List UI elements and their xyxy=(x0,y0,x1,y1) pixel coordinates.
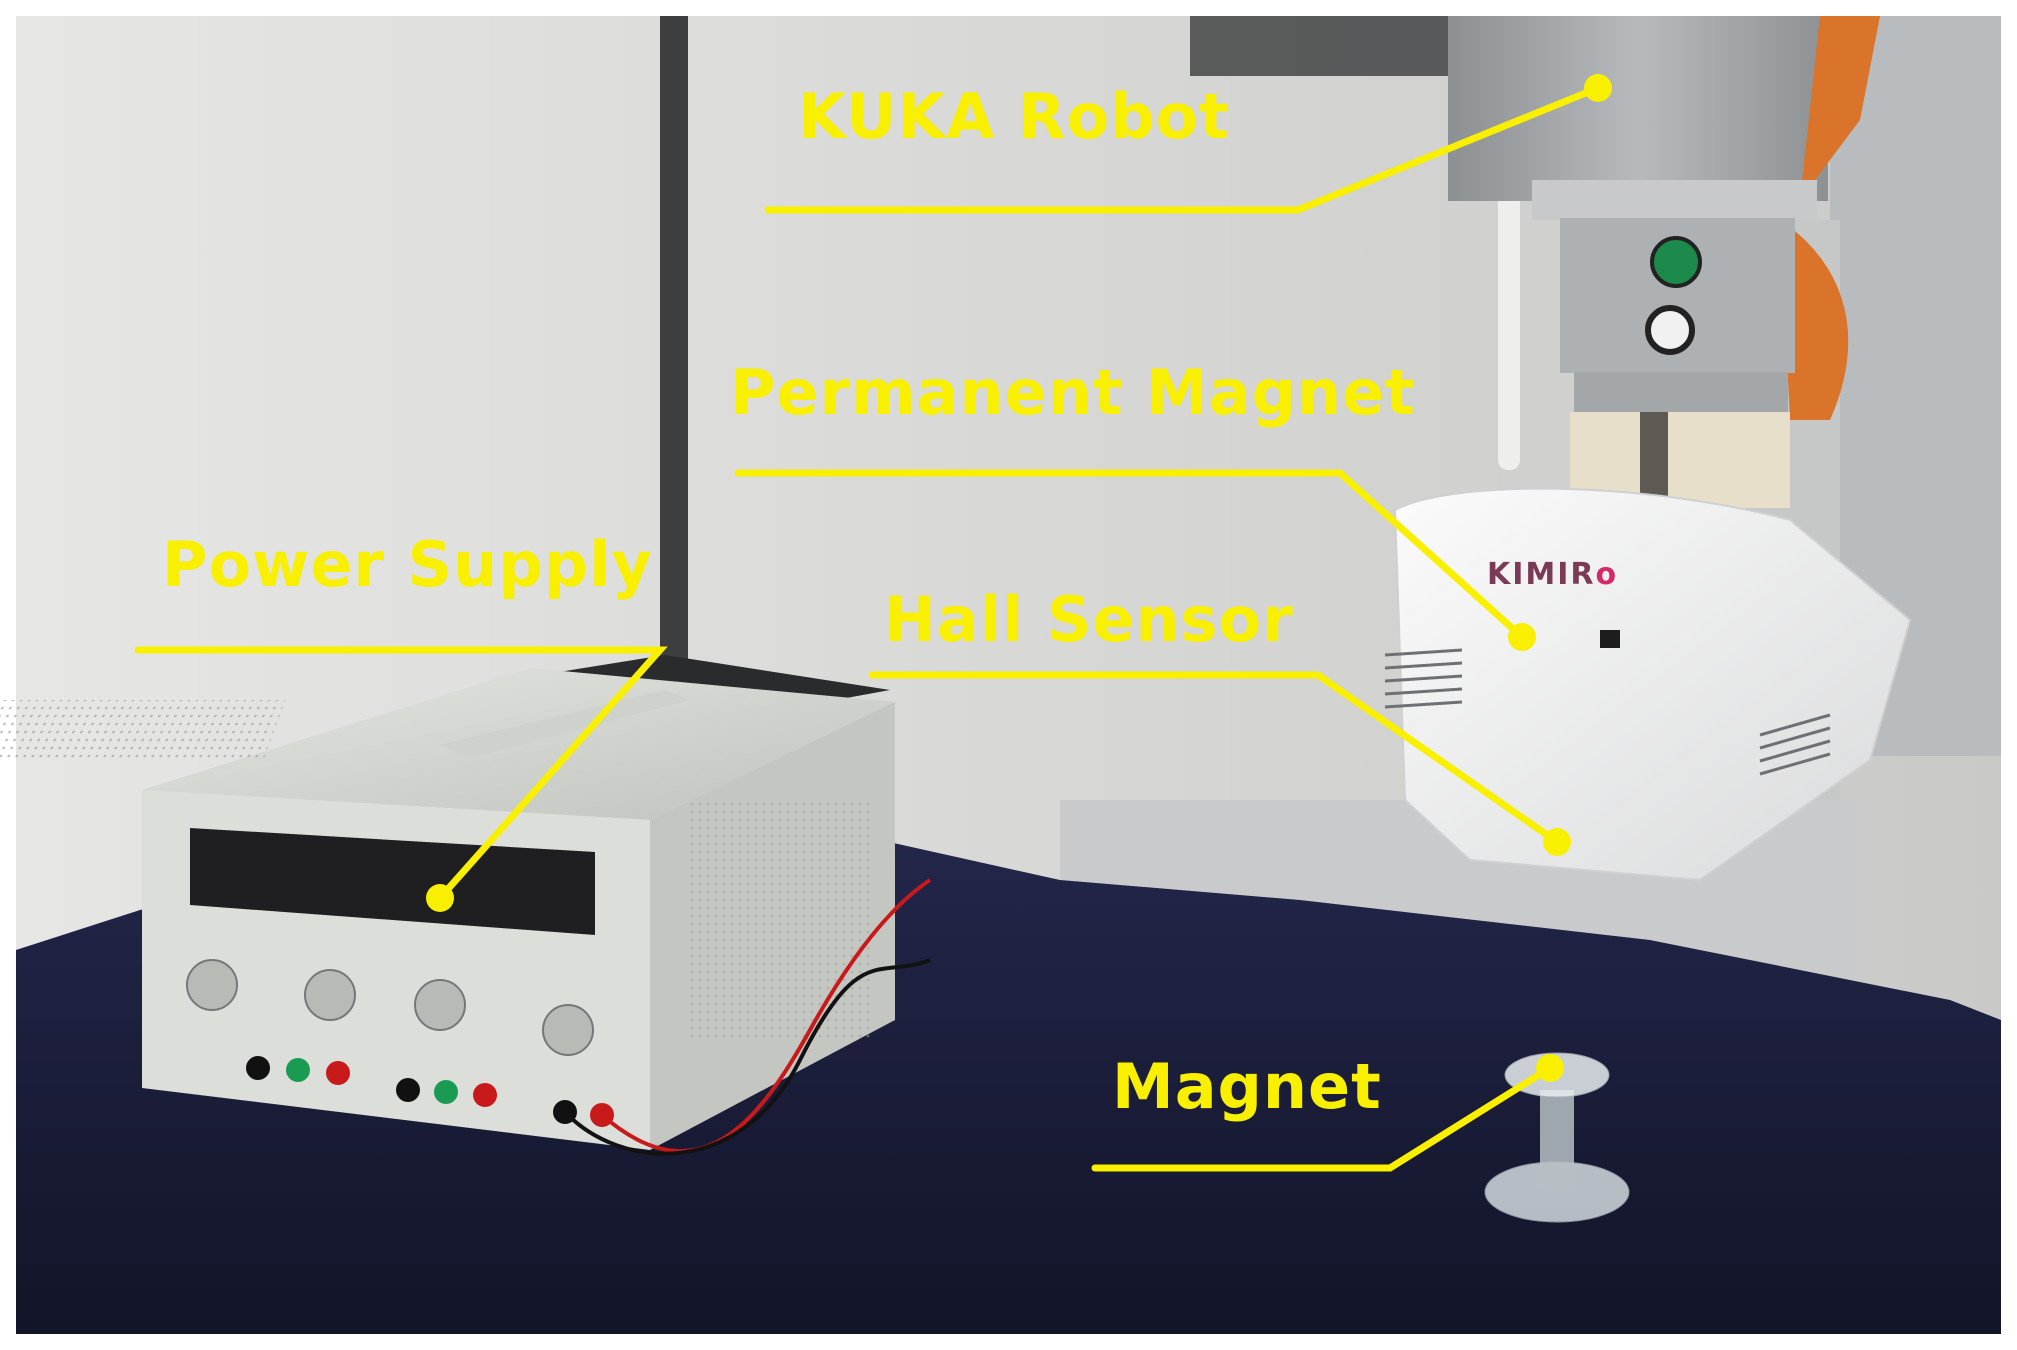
permanent-magnet-dot xyxy=(1508,623,1536,651)
permanent-magnet-leader xyxy=(734,469,1526,641)
kuka-robot xyxy=(1448,16,1880,508)
housing-vents xyxy=(1384,648,1831,776)
permanent-magnet-housing xyxy=(1393,487,1912,882)
power-supply-label: Power Supply xyxy=(162,528,653,601)
kuka-robot-label: KUKA Robot xyxy=(798,80,1230,153)
brand-text: KIMIR xyxy=(1487,557,1596,592)
brand-accent-letter: o xyxy=(1595,557,1619,592)
housing-window xyxy=(1600,630,1620,648)
kuka-robot-leader xyxy=(764,84,1602,214)
annotation-dots xyxy=(426,74,1612,1082)
hall-sensor-dot xyxy=(1543,828,1571,856)
power-supply-dot xyxy=(426,884,454,912)
kuka-robot-dot xyxy=(1584,74,1612,102)
magnet-leader xyxy=(1091,1064,1554,1172)
power-supply-leader xyxy=(134,646,668,902)
power-supply xyxy=(0,655,895,1150)
permanent-magnet-label: Permanent Magnet xyxy=(730,356,1416,429)
magnet-label: Magnet xyxy=(1112,1050,1382,1123)
wall-panel-seam xyxy=(660,16,688,716)
black-cable xyxy=(563,958,931,1156)
hall-sensor-leader xyxy=(868,671,1561,846)
hall-sensor-label: Hall Sensor xyxy=(884,583,1294,656)
annotation-leaders xyxy=(134,84,1602,1172)
red-cable xyxy=(600,878,932,1154)
magnet-dot xyxy=(1536,1054,1564,1082)
kimiro-brand-logo: KIMIRo xyxy=(1487,557,1618,592)
cable-conduit xyxy=(1498,150,1520,470)
